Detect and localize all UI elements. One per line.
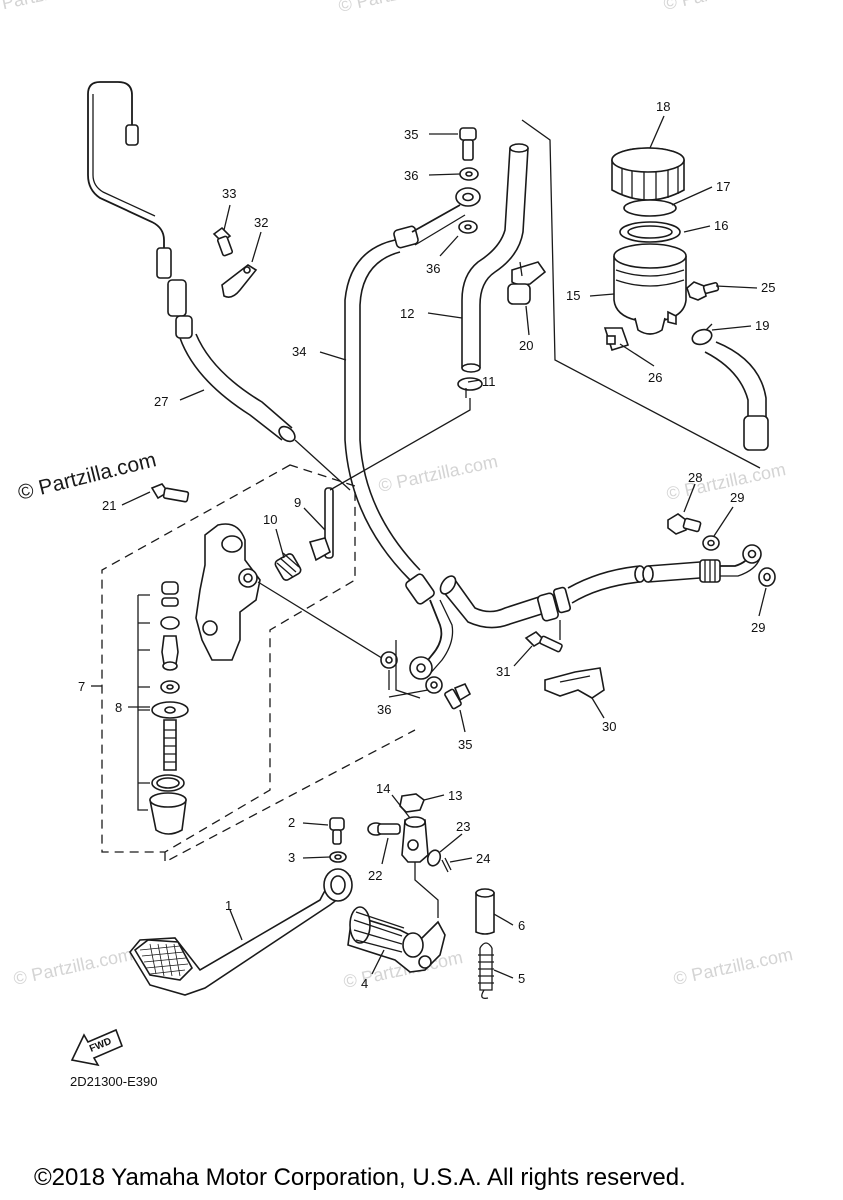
rod-9 — [308, 487, 334, 562]
callout-14: 14 — [376, 781, 390, 796]
master-cylinder-assembly — [101, 464, 416, 864]
callout-25: 25 — [761, 280, 775, 295]
callout-18: 18 — [656, 99, 670, 114]
callout-11: 11 — [482, 374, 496, 389]
callout-31: 31 — [496, 664, 510, 679]
callout-16: 16 — [714, 218, 728, 233]
callout-36c: 36 — [377, 702, 391, 717]
sleeve-6 — [475, 888, 495, 935]
callout-6: 6 — [518, 918, 525, 933]
bolt-2 — [329, 817, 347, 863]
callout-36: 36 — [404, 168, 418, 183]
hose-12 — [461, 143, 529, 373]
spring-5 — [478, 942, 494, 999]
callout-19: 19 — [755, 318, 769, 333]
pivot-shaft-4 — [347, 906, 446, 973]
callout-7: 7 — [78, 679, 85, 694]
watermark-faint: © Partzilla.com — [337, 0, 460, 16]
callout-29b: 29 — [751, 620, 765, 635]
union-bolt-35-lower — [380, 651, 472, 710]
bracket-32 — [221, 264, 258, 298]
union-bolt-35-top — [455, 127, 481, 234]
watermark-faint: © Partzilla.com — [12, 944, 135, 989]
copyright-text: ©2018 Yamaha Motor Corporation, U.S.A. A… — [34, 1164, 686, 1191]
callout-21: 21 — [102, 498, 116, 513]
bracket-30 — [524, 630, 605, 699]
spring-10 — [274, 552, 302, 581]
callout-1: 1 — [225, 898, 232, 913]
callout-3: 3 — [288, 850, 295, 865]
pin-22 — [367, 822, 401, 836]
callout-2: 2 — [288, 815, 295, 830]
fwd-arrow-icon: FWD — [70, 1028, 124, 1067]
watermark-faint: © Partzilla.com — [377, 451, 500, 496]
hose-34 — [344, 204, 466, 680]
callout-27: 27 — [154, 394, 168, 409]
callout-labels: 1 2 3 4 5 6 7 8 9 10 11 12 13 14 15 16 1… — [78, 99, 775, 991]
cotter-pin-24 — [426, 849, 452, 873]
brake-hose-lower — [439, 544, 762, 629]
clip-20 — [507, 261, 547, 305]
callout-10: 10 — [263, 512, 277, 527]
callout-33: 33 — [222, 186, 236, 201]
callout-8: 8 — [115, 700, 122, 715]
watermark-faint: © Partzilla.com — [672, 944, 795, 989]
callout-24: 24 — [476, 851, 490, 866]
brake-pedal-1 — [129, 868, 353, 996]
callout-9: 9 — [294, 495, 301, 510]
leader-lines — [91, 115, 767, 979]
guide-lines — [294, 119, 761, 699]
reservoir-assembly — [603, 147, 769, 451]
callout-29: 29 — [730, 490, 744, 505]
callout-35b: 35 — [458, 737, 472, 752]
joint-14 — [399, 793, 439, 918]
watermark-faint: © Partzilla.com — [665, 459, 788, 504]
callout-26: 26 — [648, 370, 662, 385]
watermark-main: © Partzilla.com — [16, 448, 159, 505]
callout-15: 15 — [566, 288, 580, 303]
callout-12: 12 — [400, 306, 414, 321]
callout-30: 30 — [602, 719, 616, 734]
callout-4: 4 — [361, 976, 368, 991]
callout-36b: 36 — [426, 261, 440, 276]
union-bolt-28 — [667, 513, 776, 587]
callout-20: 20 — [519, 338, 533, 353]
callout-35: 35 — [404, 127, 418, 142]
faint-watermarks: © Partzilla.com © Partzilla.com © Partzi… — [0, 0, 794, 992]
clamp-11 — [457, 377, 483, 398]
callout-32: 32 — [254, 215, 268, 230]
callout-34: 34 — [292, 344, 306, 359]
callout-13: 13 — [448, 788, 462, 803]
brake-hose-27 — [179, 333, 296, 443]
brake-pipe-upper — [87, 81, 193, 339]
watermark-faint: © Partzilla.com — [662, 0, 785, 14]
bolt-21 — [150, 483, 190, 503]
callout-22: 22 — [368, 868, 382, 883]
watermark-faint: © Partzilla.com — [0, 0, 105, 17]
callout-23: 23 — [456, 819, 470, 834]
diagram-code: 2D21300-E390 — [70, 1074, 157, 1089]
bolt-33 — [212, 226, 234, 257]
callout-17: 17 — [716, 179, 730, 194]
callout-5: 5 — [518, 971, 525, 986]
callout-28: 28 — [688, 470, 702, 485]
